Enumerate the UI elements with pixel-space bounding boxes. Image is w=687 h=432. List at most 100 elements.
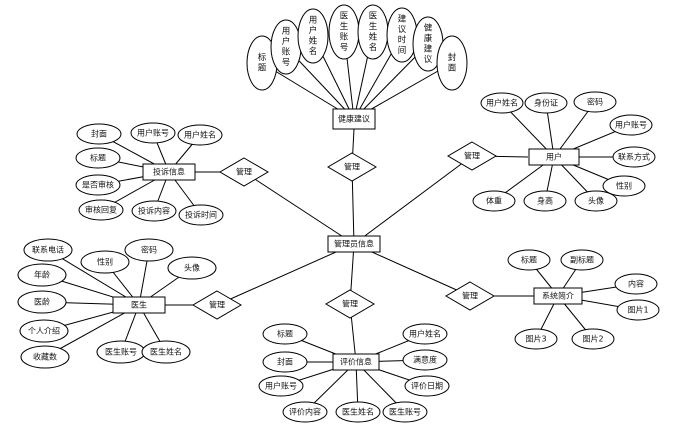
relationship-complaint-label: 管理 — [236, 167, 252, 177]
attribute-complaint-label: 用户姓名 — [184, 130, 216, 140]
attribute-doctor: 年龄 — [17, 263, 67, 287]
entity-review: 评价信息 — [332, 353, 380, 371]
entity-complaint-label: 投诉信息 — [153, 167, 185, 177]
relationship-advice: 管理 — [327, 152, 377, 182]
attribute-doctor-label: 头像 — [184, 263, 200, 273]
relationship-doctor-label: 管理 — [209, 300, 225, 310]
entity-review-label: 评价信息 — [340, 357, 372, 367]
attribute-advice-label: 建议时间 — [398, 13, 407, 56]
attribute-review-label: 评价内容 — [289, 407, 321, 417]
attribute-user: 头像 — [574, 190, 618, 212]
attribute-advice: 用户账号 — [270, 19, 302, 75]
attribute-user-label: 身高 — [537, 196, 553, 206]
attribute-doctor: 医生账号 — [96, 340, 146, 364]
attribute-doctor-label: 医生账号 — [105, 347, 137, 357]
attribute-review-label: 评价日期 — [411, 382, 443, 391]
connector-line — [353, 155, 473, 245]
attribute-intro: 副标题 — [560, 249, 604, 271]
attribute-advice: 用户姓名 — [297, 8, 329, 64]
attribute-complaint: 用户账号 — [130, 122, 176, 144]
relationship-review: 管理 — [325, 289, 375, 319]
attribute-complaint-label: 用户账号 — [137, 128, 169, 138]
attribute-complaint-label: 标题 — [90, 153, 106, 163]
entity-admin-label: 管理员信息 — [334, 239, 374, 249]
attribute-intro-label: 图片1 — [627, 305, 648, 315]
attribute-user-label: 性别 — [616, 181, 632, 191]
attribute-intro: 标题 — [507, 249, 551, 271]
attribute-user: 身高 — [523, 190, 567, 212]
attribute-review: 医生姓名 — [335, 401, 381, 423]
relationship-advice-label: 管理 — [344, 162, 360, 172]
connector-line — [47, 249, 140, 306]
attribute-review-label: 用户姓名 — [409, 329, 441, 339]
attribute-intro-label: 副标题 — [570, 255, 594, 265]
attribute-intro: 图片3 — [514, 328, 558, 350]
attribute-doctor-label: 年龄 — [34, 270, 50, 280]
relationship-user-label: 管理 — [464, 151, 480, 161]
attribute-complaint-label: 封面 — [91, 129, 107, 139]
attribute-complaint: 投诉时间 — [178, 204, 224, 226]
attribute-review-label: 医生账号 — [389, 407, 421, 417]
attribute-intro-label: 图片2 — [582, 334, 603, 344]
attribute-review: 评价内容 — [282, 401, 328, 423]
attribute-advice: 医生姓名 — [357, 4, 389, 60]
attribute-review-label: 标题 — [277, 329, 293, 339]
attribute-advice: 建议时间 — [386, 7, 418, 63]
attribute-review: 用户姓名 — [402, 323, 448, 345]
attribute-user: 身份证 — [524, 92, 568, 114]
attribute-complaint-label: 审核回复 — [85, 205, 117, 215]
attribute-review-label: 封面 — [277, 357, 293, 367]
diagram-nodes: 管理员信息标题用户账号用户姓名医生账号医生姓名建议时间健康建议封面健康建议用户姓… — [17, 4, 660, 423]
attribute-review: 封面 — [262, 351, 308, 373]
attribute-intro: 图片1 — [616, 299, 660, 321]
relationship-intro: 管理 — [445, 281, 495, 311]
entity-user-label: 用户 — [546, 152, 562, 162]
attribute-user: 联系方式 — [612, 146, 656, 168]
entity-user: 用户 — [528, 148, 580, 166]
attribute-user-label: 身份证 — [534, 98, 558, 108]
entity-doctor: 医生 — [112, 296, 166, 314]
attribute-complaint: 封面 — [76, 123, 122, 145]
attribute-complaint: 审核回复 — [78, 199, 124, 221]
entity-advice-label: 健康建议 — [338, 114, 370, 124]
attribute-intro-label: 图片3 — [525, 334, 546, 344]
entity-complaint: 投诉信息 — [142, 163, 196, 181]
attribute-user-label: 用户账号 — [615, 120, 647, 130]
attribute-user: 体重 — [472, 190, 516, 212]
attribute-intro: 内容 — [614, 273, 658, 295]
attribute-user-label: 密码 — [587, 97, 603, 107]
connector-line — [243, 171, 355, 245]
attribute-advice-label: 用户账号 — [282, 26, 291, 68]
entity-intro: 系统简介 — [533, 287, 583, 305]
attribute-complaint: 是否审核 — [75, 174, 121, 196]
attribute-doctor-label: 密码 — [141, 245, 157, 255]
attribute-advice-label: 医生账号 — [340, 11, 349, 53]
attribute-user: 用户账号 — [609, 114, 653, 136]
attribute-complaint-label: 是否审核 — [82, 180, 114, 190]
relationship-user: 管理 — [447, 141, 497, 171]
attribute-complaint-label: 投诉时间 — [185, 210, 217, 220]
entity-advice: 健康建议 — [332, 108, 376, 130]
attribute-user: 用户姓名 — [480, 92, 524, 114]
attribute-review: 评价日期 — [404, 375, 450, 397]
attribute-user: 性别 — [602, 175, 646, 197]
connector-line — [216, 243, 355, 306]
attribute-doctor: 收藏数 — [20, 345, 70, 369]
attribute-advice: 医生账号 — [328, 4, 360, 60]
attribute-doctor-label: 性别 — [97, 257, 113, 267]
attribute-advice-label: 健康建议 — [424, 22, 433, 65]
attribute-user-label: 联系方式 — [618, 152, 650, 162]
attribute-advice-label: 用户姓名 — [309, 15, 318, 57]
attribute-user-label: 用户姓名 — [486, 98, 518, 108]
attribute-intro-label: 标题 — [521, 255, 537, 265]
relationship-review-label: 管理 — [342, 299, 358, 309]
attribute-doctor: 联系电话 — [23, 238, 73, 262]
connector-line — [353, 243, 471, 297]
attribute-complaint-label: 投诉内容 — [138, 206, 170, 216]
attribute-intro-label: 内容 — [628, 279, 644, 289]
attribute-intro: 图片2 — [571, 328, 615, 350]
attribute-doctor-label: 个人介绍 — [28, 326, 60, 336]
entity-intro-label: 系统简介 — [542, 291, 574, 301]
attribute-doctor: 个人介绍 — [19, 319, 69, 343]
